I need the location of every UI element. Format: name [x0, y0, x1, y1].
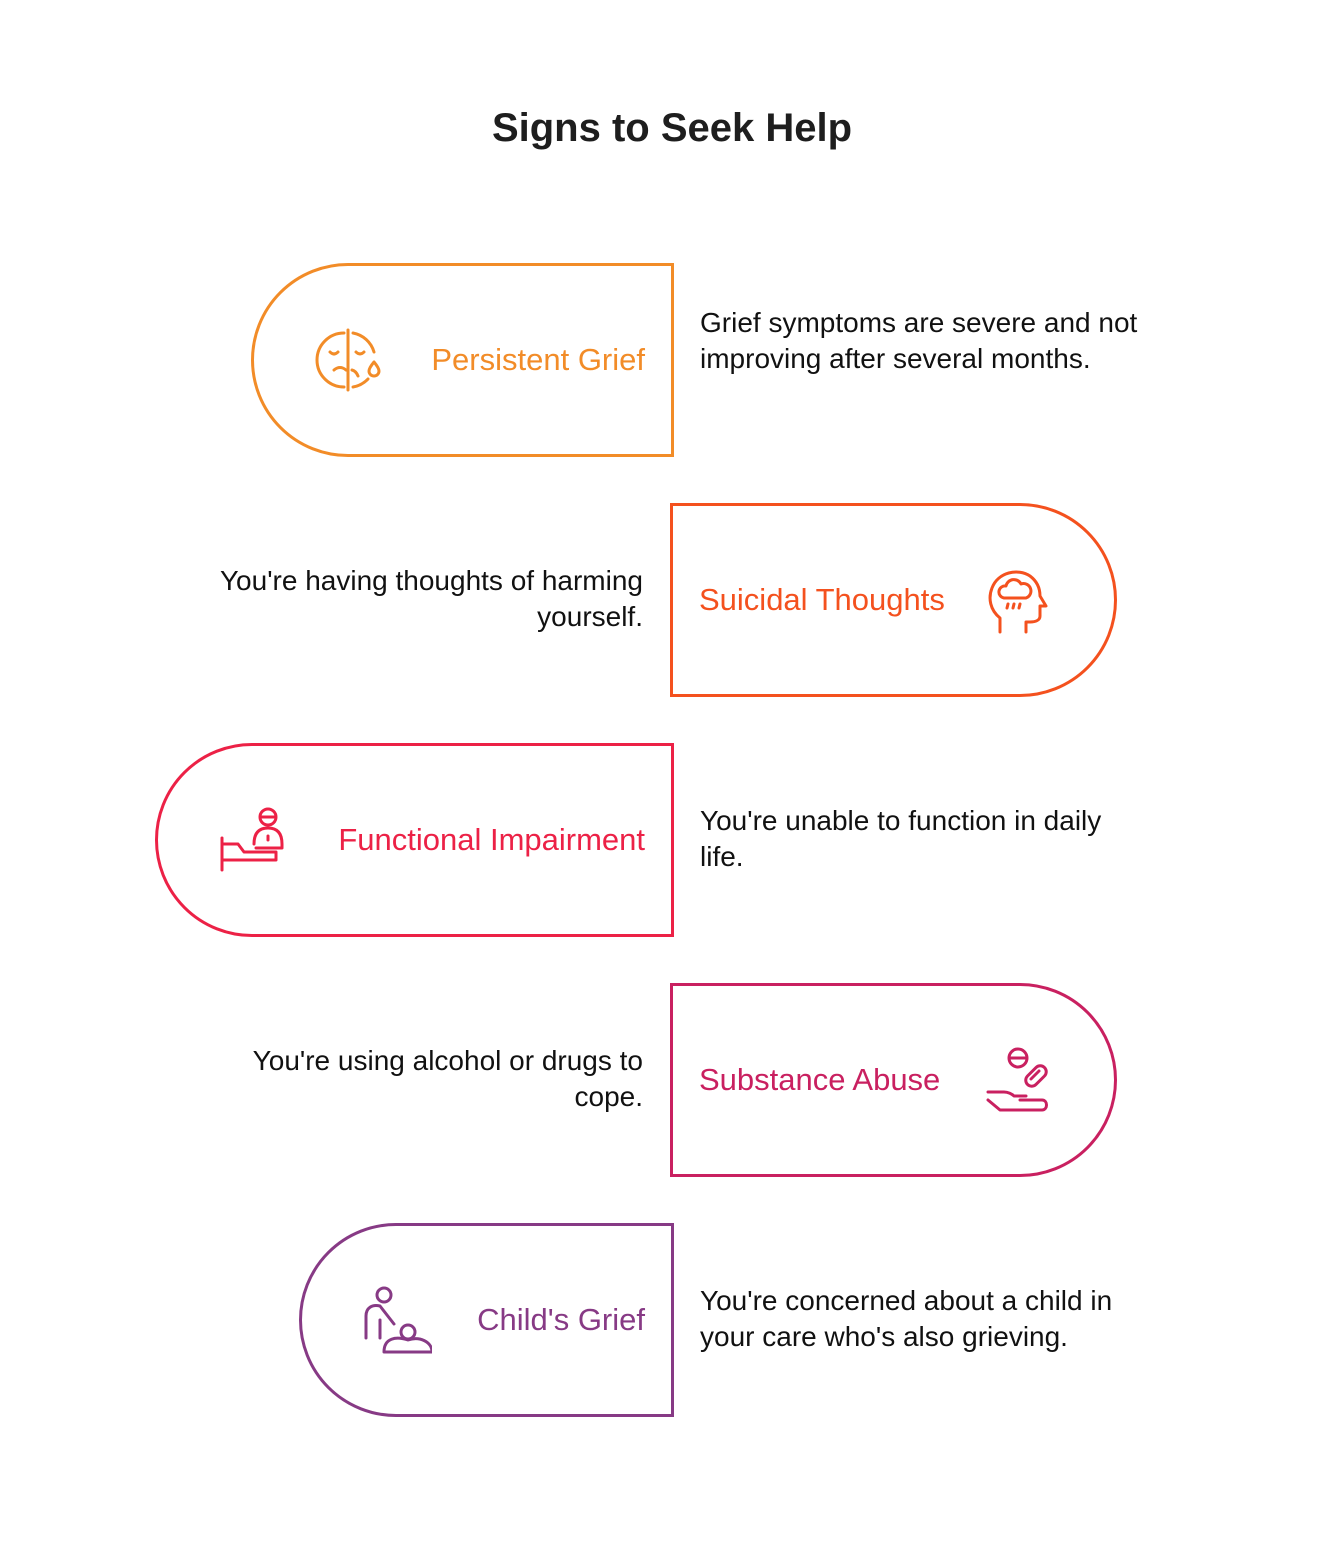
card-description: You're having thoughts of harming yourse… — [219, 565, 643, 632]
card-childs-grief: Child's Grief — [299, 1223, 674, 1417]
card-label: Functional Impairment — [338, 822, 645, 857]
card-description: You're unable to function in daily life. — [700, 805, 1102, 872]
card-suicidal-thoughts: Suicidal Thoughts — [670, 503, 1117, 697]
page-title: Signs to Seek Help — [491, 106, 853, 150]
sad-face-tear-icon — [312, 324, 384, 396]
adult-child-icon — [360, 1284, 434, 1356]
hand-pills-icon — [984, 1044, 1056, 1116]
card-description: You're using alcohol or drugs to cope. — [252, 1045, 643, 1112]
card-description: Grief symptoms are severe and not improv… — [700, 307, 1138, 374]
card-functional-impairment: Functional Impairment — [155, 743, 674, 937]
card-description: You're concerned about a child in your c… — [700, 1285, 1113, 1352]
person-bed-icon — [216, 804, 288, 876]
card-label: Suicidal Thoughts — [699, 582, 945, 617]
head-raincloud-icon — [984, 564, 1056, 636]
card-label: Substance Abuse — [699, 1062, 941, 1097]
card-label: Child's Grief — [477, 1302, 645, 1337]
card-substance-abuse: Substance Abuse — [670, 983, 1117, 1177]
card-persistent-grief: Persistent Grief — [251, 263, 674, 457]
card-label: Persistent Grief — [431, 342, 645, 377]
